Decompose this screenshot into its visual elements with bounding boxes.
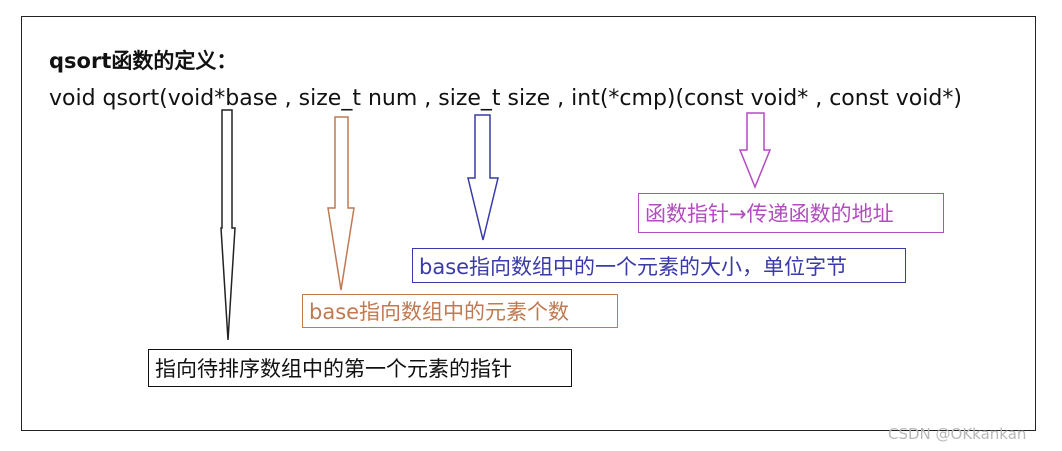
annotation-base-pointer: 指向待排序数组中的第一个元素的指针	[148, 349, 572, 387]
arrow-num	[327, 116, 355, 291]
arrow-size	[467, 114, 499, 241]
annotation-element-size: base指向数组中的一个元素的大小，单位字节	[412, 248, 906, 283]
arrow-cmp	[738, 112, 772, 189]
annotation-element-count: base指向数组中的元素个数	[302, 294, 618, 328]
diagram-frame	[21, 16, 1036, 431]
watermark: CSDN @OKkankan	[888, 425, 1027, 443]
qsort-signature: void qsort(void*base , size_t num , size…	[49, 86, 962, 111]
annotation-function-pointer: 函数指针→传递函数的地址	[638, 193, 944, 233]
diagram-title: qsort函数的定义：	[49, 49, 238, 73]
arrow-base	[220, 109, 236, 341]
